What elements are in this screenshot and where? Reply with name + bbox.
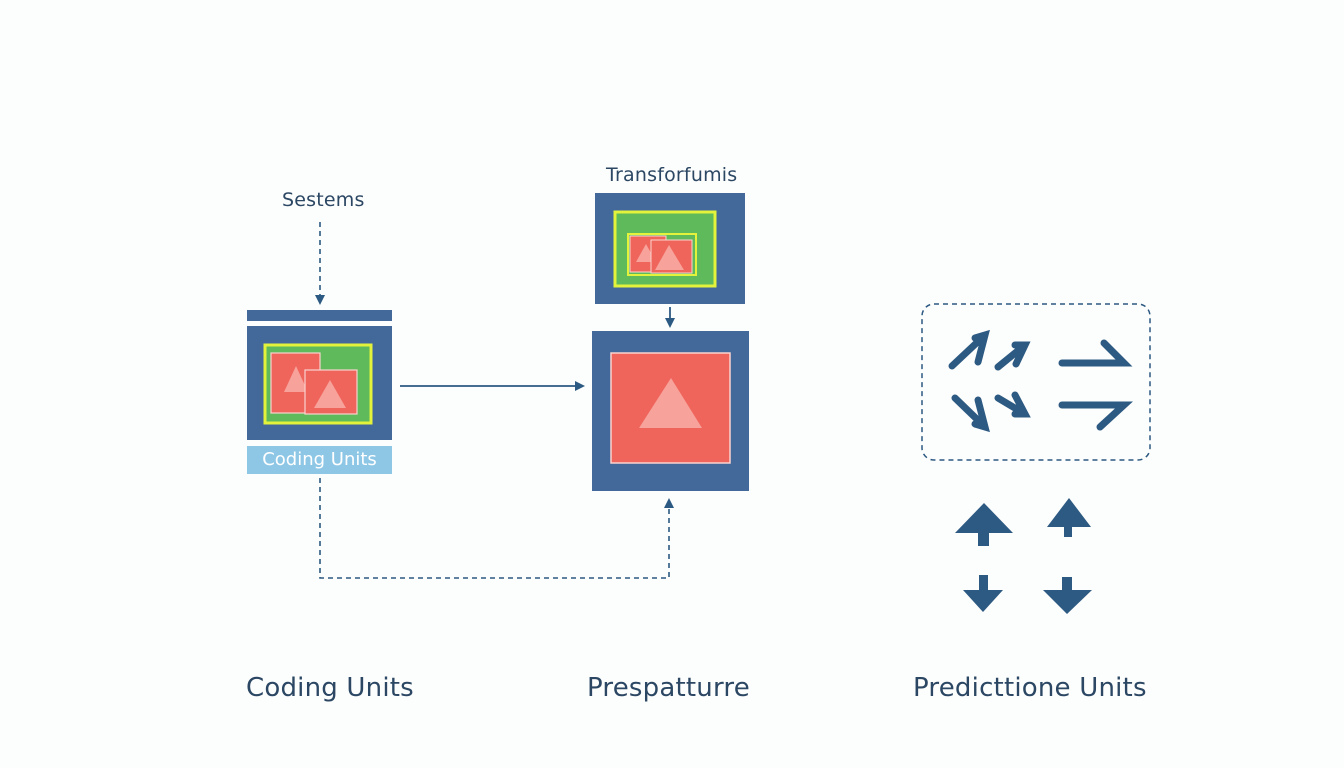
coding-unit-block [247, 310, 392, 440]
mv-arrow-2 [994, 341, 1031, 371]
direction-arrows [955, 498, 1092, 614]
prespatturre-block [592, 331, 749, 491]
sestems-label: Sestems [282, 189, 365, 211]
transforfumis-label: Transforfumis [606, 164, 738, 186]
motion-arrows [948, 329, 1133, 433]
coding-units-band: Coding Units [247, 446, 392, 474]
mv-arrow-6 [1058, 401, 1133, 431]
up-arrow-left-icon [955, 503, 1013, 546]
mv-arrow-5 [994, 391, 1031, 418]
up-arrow-right-icon [1047, 498, 1091, 537]
down-arrow-right-icon [1043, 577, 1092, 614]
coding-units-caption: Coding Units [246, 673, 414, 703]
transform-block [595, 193, 745, 304]
prespatturre-caption: Prespatturre [587, 673, 750, 703]
motion-vectors-box [921, 303, 1151, 461]
mv-arrow-3 [1058, 339, 1133, 367]
down-arrow-left-icon [963, 575, 1003, 612]
dashed-return-path [319, 478, 674, 579]
prediction-units-caption: Predicttione Units [913, 673, 1147, 703]
mv-arrow-4 [951, 394, 990, 433]
mv-arrow-1 [948, 329, 990, 370]
